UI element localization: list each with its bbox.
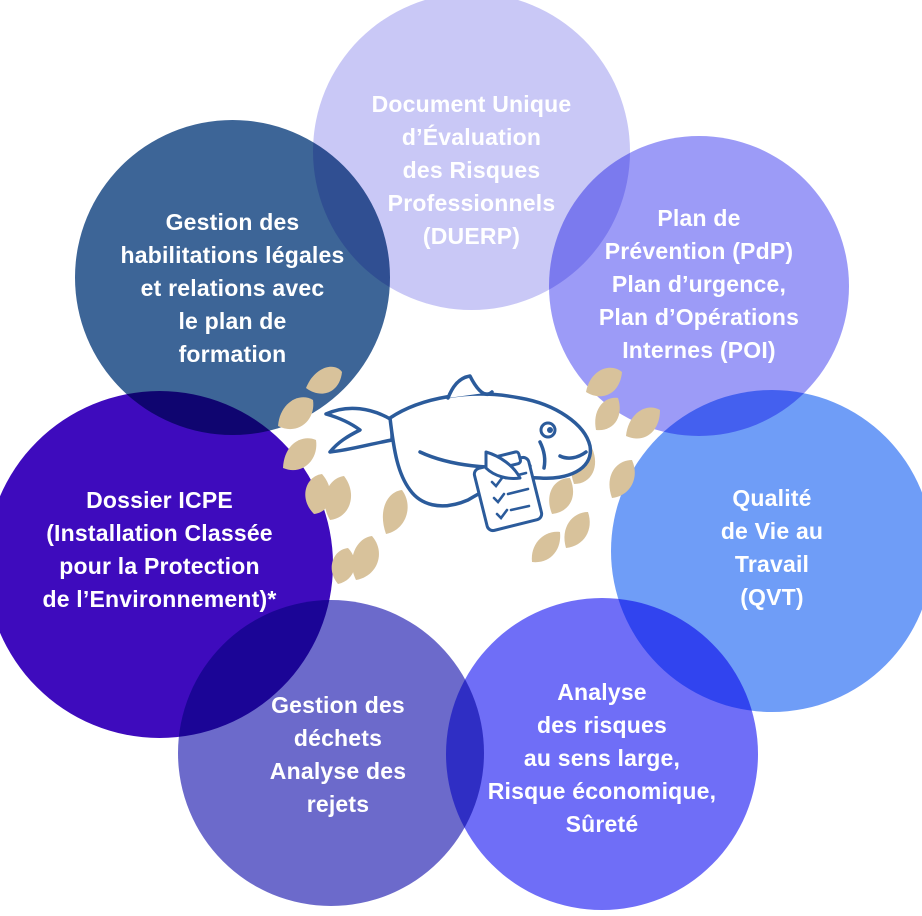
label-habilitations: Gestion des habilitations légales et rel…	[120, 209, 345, 367]
label-qvt: Qualité de Vie au Travail (QVT)	[720, 485, 824, 610]
clipboard-icon	[472, 450, 544, 533]
circle-dechets	[178, 600, 484, 906]
label-duerp: Document Unique d’Évaluation des Risques…	[371, 91, 572, 249]
circle-risques	[446, 598, 758, 910]
label-pdp: Plan de Prévention (PdP) Plan d’urgence,…	[598, 205, 800, 363]
label-icpe: Dossier ICPE (Installation Classée pour …	[42, 487, 277, 612]
label-dechets: Gestion des déchets Analyse des rejets	[269, 692, 407, 817]
label-risques: Analyse des risques au sens large, Risqu…	[487, 679, 717, 837]
